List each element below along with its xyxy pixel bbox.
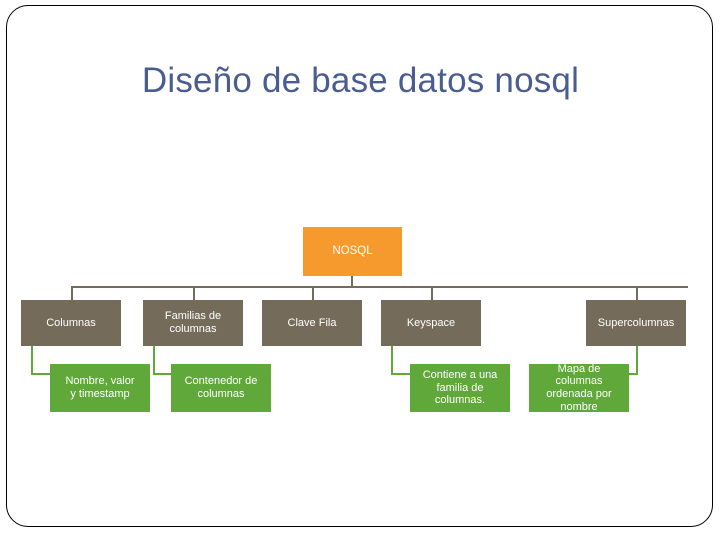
connector-supercolumnas-vertical <box>636 346 639 375</box>
diagram-node-nosql[interactable]: NOSQL <box>303 227 402 276</box>
connector-columnas-vertical <box>31 346 34 375</box>
connector-keyspace-vertical <box>391 346 394 375</box>
diagram-node-columnas[interactable]: Columnas <box>21 300 121 346</box>
diagram-node-label: Nombre, valor y timestamp <box>65 375 135 400</box>
connector-root-stem <box>351 276 354 287</box>
connector-drop-keyspace <box>431 286 434 301</box>
diagram-node-label: Contiene a una familia de columnas. <box>422 369 498 407</box>
diagram-node-supercolumnas[interactable]: Supercolumnas <box>586 300 686 346</box>
diagram-node-mapa-de-columnas[interactable]: Mapa de columnas ordenada por nombre <box>529 362 629 413</box>
diagram-node-label: Supercolumnas <box>597 316 675 329</box>
diagram-node-clave-fila[interactable]: Clave Fila <box>262 300 362 346</box>
nosql-hierarchy-diagram: NOSQL Columnas Familias de columnas Clav… <box>7 6 714 528</box>
slide-canvas: Diseño de base datos nosql NOSQL Columna… <box>6 5 713 527</box>
connector-drop-clave-fila <box>312 286 315 301</box>
diagram-node-label: Keyspace <box>406 316 456 329</box>
diagram-node-label: Mapa de columnas ordenada por nombre <box>546 362 612 413</box>
connector-familias-vertical <box>153 346 156 375</box>
diagram-node-contiene-familia-columnas[interactable]: Contiene a una familia de columnas. <box>410 364 510 412</box>
diagram-node-label: Familias de columnas <box>164 310 222 335</box>
diagram-node-nombre-valor-timestamp[interactable]: Nombre, valor y timestamp <box>50 364 150 412</box>
diagram-node-contenedor-de-columnas[interactable]: Contenedor de columnas <box>171 364 271 412</box>
diagram-node-label: Contenedor de columnas <box>184 375 258 400</box>
connector-drop-familias <box>193 286 196 301</box>
diagram-node-keyspace[interactable]: Keyspace <box>381 300 481 346</box>
diagram-node-label: Clave Fila <box>287 316 337 329</box>
diagram-node-label: NOSQL <box>332 244 373 257</box>
connector-drop-columnas <box>71 286 74 301</box>
diagram-node-familias-de-columnas[interactable]: Familias de columnas <box>143 300 243 346</box>
connector-drop-supercolumnas <box>636 286 639 301</box>
diagram-node-label: Columnas <box>46 316 96 329</box>
page-title: Diseño de base datos nosql <box>141 61 580 100</box>
connector-columnas-horizontal <box>31 373 51 376</box>
connector-keyspace-horizontal <box>391 373 411 376</box>
connector-level2-bus <box>71 286 688 289</box>
connector-familias-horizontal <box>153 373 172 376</box>
